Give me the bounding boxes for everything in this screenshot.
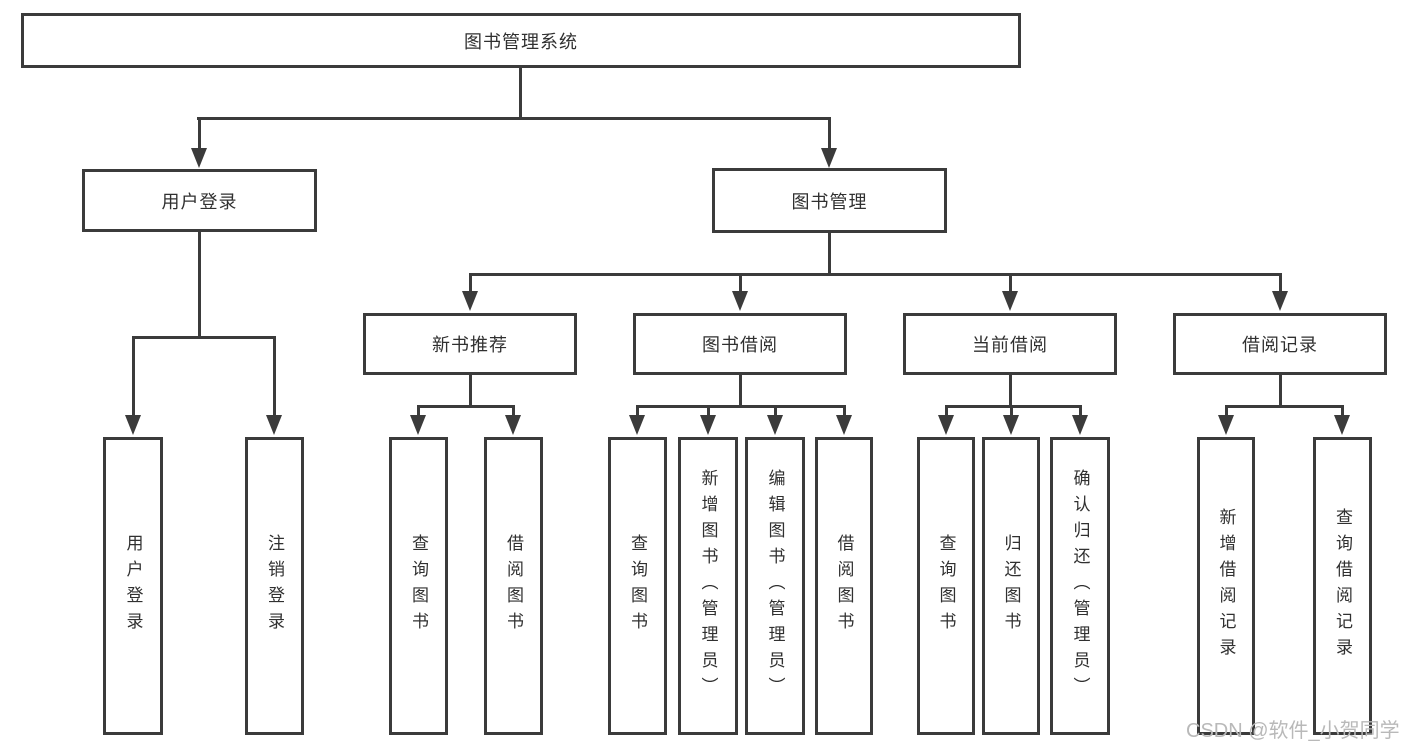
arrow-down-icon <box>191 148 207 168</box>
leaf-label: 查询图书 <box>936 534 956 638</box>
leaf-logout: 注销登录 <box>245 437 304 735</box>
arrow-down-icon <box>1272 291 1288 311</box>
leaf-label: 查询借阅记录 <box>1333 508 1352 664</box>
leaf-label: 借阅图书 <box>504 534 523 638</box>
connector-line <box>512 405 515 417</box>
leaf-logout-label: 注销登录 <box>265 534 284 638</box>
connector-line <box>132 336 135 415</box>
connector-line <box>417 405 420 417</box>
connector-line <box>418 405 514 408</box>
node-book-management-label: 图书管理 <box>791 191 868 212</box>
connector-line <box>1009 273 1012 293</box>
connector-line <box>469 375 472 405</box>
arrow-down-icon <box>266 415 282 435</box>
connector-line <box>132 336 275 339</box>
connector-line <box>1279 375 1282 405</box>
node-current-borrowing-label: 当前借阅 <box>972 335 1048 355</box>
node-book-borrowing: 图书借阅 <box>633 313 847 375</box>
arrow-down-icon <box>700 415 716 435</box>
connector-line <box>774 405 777 417</box>
node-borrowing-records-label: 借阅记录 <box>1242 335 1318 355</box>
leaf-edit-books-admin: 编辑图书（管理员） <box>745 437 805 735</box>
arrow-down-icon <box>1072 415 1088 435</box>
leaf-borrow-books-2: 借阅图书 <box>815 437 873 735</box>
arrow-down-icon <box>1334 415 1350 435</box>
leaf-user-login: 用户登录 <box>103 437 163 735</box>
leaf-label: 查询图书 <box>409 534 428 638</box>
node-user-login-label: 用户登录 <box>161 191 238 212</box>
arrow-down-icon <box>767 415 783 435</box>
connector-line <box>1079 405 1082 417</box>
arrow-down-icon <box>938 415 954 435</box>
leaf-user-login-label: 用户登录 <box>123 534 143 638</box>
node-current-borrowing: 当前借阅 <box>903 313 1117 375</box>
connector-line <box>198 232 201 336</box>
connector-line <box>1225 405 1228 417</box>
leaf-borrow-books-1: 借阅图书 <box>484 437 543 735</box>
leaf-add-books-admin: 新增图书（管理员） <box>678 437 738 735</box>
node-book-borrowing-label: 图书借阅 <box>702 335 778 355</box>
connector-line <box>1226 405 1343 408</box>
leaf-label: 确认归还（管理员） <box>1070 469 1090 703</box>
connector-line <box>273 336 276 415</box>
arrow-down-icon <box>125 415 141 435</box>
leaf-query-books-2: 查询图书 <box>608 437 667 735</box>
connector-line <box>519 68 522 117</box>
arrow-down-icon <box>462 291 478 311</box>
connector-line <box>739 273 742 293</box>
connector-line <box>843 405 846 417</box>
connector-line <box>739 375 742 405</box>
connector-line <box>707 405 710 417</box>
leaf-label: 查询图书 <box>628 534 647 638</box>
connector-line <box>469 273 472 293</box>
node-root: 图书管理系统 <box>21 13 1021 68</box>
leaf-query-borrow-record: 查询借阅记录 <box>1313 437 1372 735</box>
connector-line <box>945 405 948 417</box>
connector-line <box>1010 405 1013 417</box>
node-new-book-recommendation-label: 新书推荐 <box>432 335 508 355</box>
connector-line <box>828 233 831 273</box>
connector-line <box>828 117 831 150</box>
arrow-down-icon <box>410 415 426 435</box>
leaf-label: 编辑图书（管理员） <box>765 469 785 703</box>
connector-line <box>1009 375 1012 405</box>
connector-line <box>198 117 201 150</box>
leaf-query-books-3: 查询图书 <box>917 437 975 735</box>
connector-line <box>197 117 831 120</box>
leaf-label: 归还图书 <box>1001 534 1021 638</box>
node-root-label: 图书管理系统 <box>464 31 578 52</box>
leaf-label: 新增借阅记录 <box>1216 508 1236 664</box>
node-new-book-recommendation: 新书推荐 <box>363 313 577 375</box>
leaf-label: 新增图书（管理员） <box>698 469 718 703</box>
node-borrowing-records: 借阅记录 <box>1173 313 1387 375</box>
leaf-return-books: 归还图书 <box>982 437 1040 735</box>
leaf-label: 借阅图书 <box>834 534 854 638</box>
arrow-down-icon <box>732 291 748 311</box>
arrow-down-icon <box>836 415 852 435</box>
leaf-query-books-1: 查询图书 <box>389 437 448 735</box>
node-user-login: 用户登录 <box>82 169 317 232</box>
arrow-down-icon <box>1002 291 1018 311</box>
connector-line <box>636 405 639 417</box>
arrow-down-icon <box>505 415 521 435</box>
connector-line <box>1279 273 1282 293</box>
leaf-confirm-return-admin: 确认归还（管理员） <box>1050 437 1110 735</box>
node-book-management: 图书管理 <box>712 168 947 233</box>
connector-line <box>946 405 1081 408</box>
connector-line <box>469 273 1281 276</box>
arrow-down-icon <box>821 148 837 168</box>
connector-line <box>1341 405 1344 417</box>
arrow-down-icon <box>629 415 645 435</box>
leaf-add-borrow-record: 新增借阅记录 <box>1197 437 1255 735</box>
csdn-watermark: CSDN @软件_小贺同学 <box>1186 720 1400 742</box>
connector-line <box>637 405 845 408</box>
arrow-down-icon <box>1003 415 1019 435</box>
arrow-down-icon <box>1218 415 1234 435</box>
